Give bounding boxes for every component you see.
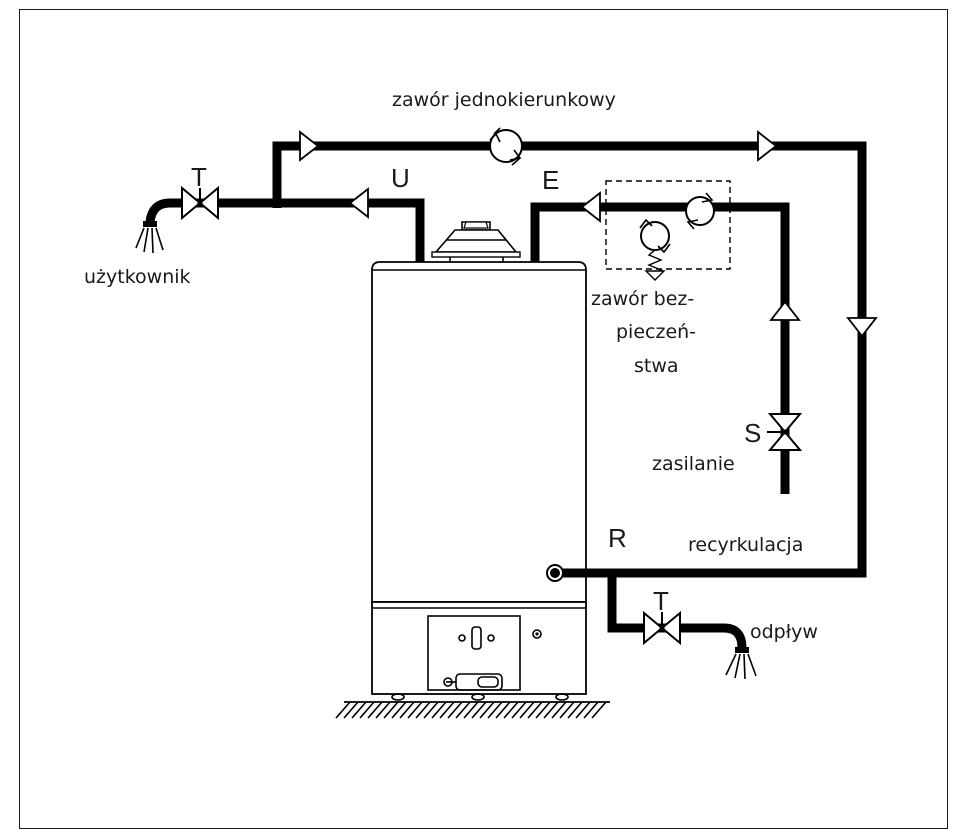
expansion-letter: E: [542, 165, 559, 195]
heater-body: [371, 261, 587, 603]
spray-user-icon: [135, 221, 164, 254]
check-valve-top: [489, 127, 523, 166]
safety-valve-label-2: pieczeń-: [616, 321, 696, 343]
arrow-up-icon: [769, 300, 801, 321]
arrow-left-icon: [348, 187, 369, 219]
supply-valve-letter: S: [744, 418, 761, 448]
arrow-left-icon: [580, 191, 601, 223]
spray-drain-icon: [725, 647, 757, 680]
water-heater: [371, 221, 587, 701]
pipes: [145, 141, 867, 649]
user-spout-pipe: [145, 198, 200, 223]
recirc-port: [546, 564, 564, 582]
tap-left-letter: T: [191, 162, 207, 192]
arrow-right-icon: [299, 130, 320, 162]
supply-pipe: [530, 202, 790, 494]
supply-label: zasilanie: [652, 453, 735, 475]
safety-valve: [640, 221, 670, 251]
outlet-pipe: [277, 198, 425, 262]
safety-valve-label-1: zawór bez-: [591, 288, 694, 310]
supply-valve: [767, 413, 803, 451]
outlet-letter: U: [391, 163, 410, 193]
floor-hatch: [335, 701, 610, 719]
flue-hood: [431, 221, 521, 263]
tap-drain-letter: T: [653, 586, 669, 616]
flow-arrows: [299, 130, 878, 338]
tap-valve-left: [181, 185, 219, 221]
safety-valve-group: [605, 180, 731, 281]
arrow-down-icon: [846, 317, 878, 338]
tap-valve-drain: [643, 610, 681, 646]
safety-valve-box: [605, 180, 731, 270]
check-valve-supply: [685, 192, 715, 230]
recirculation-loop: [272, 141, 867, 578]
drain-label: odpływ: [750, 621, 818, 643]
recirculation-label: recyrkulacja: [688, 534, 803, 556]
safety-valve-label-3: stwa: [634, 355, 679, 377]
recirc-port-letter: R: [608, 523, 627, 553]
check-valve-label: zawór jednokierunkowy: [392, 89, 616, 111]
drain-pipe: [607, 573, 747, 649]
arrow-right-icon: [757, 130, 778, 162]
user-left-label: użytkownik: [84, 266, 191, 288]
